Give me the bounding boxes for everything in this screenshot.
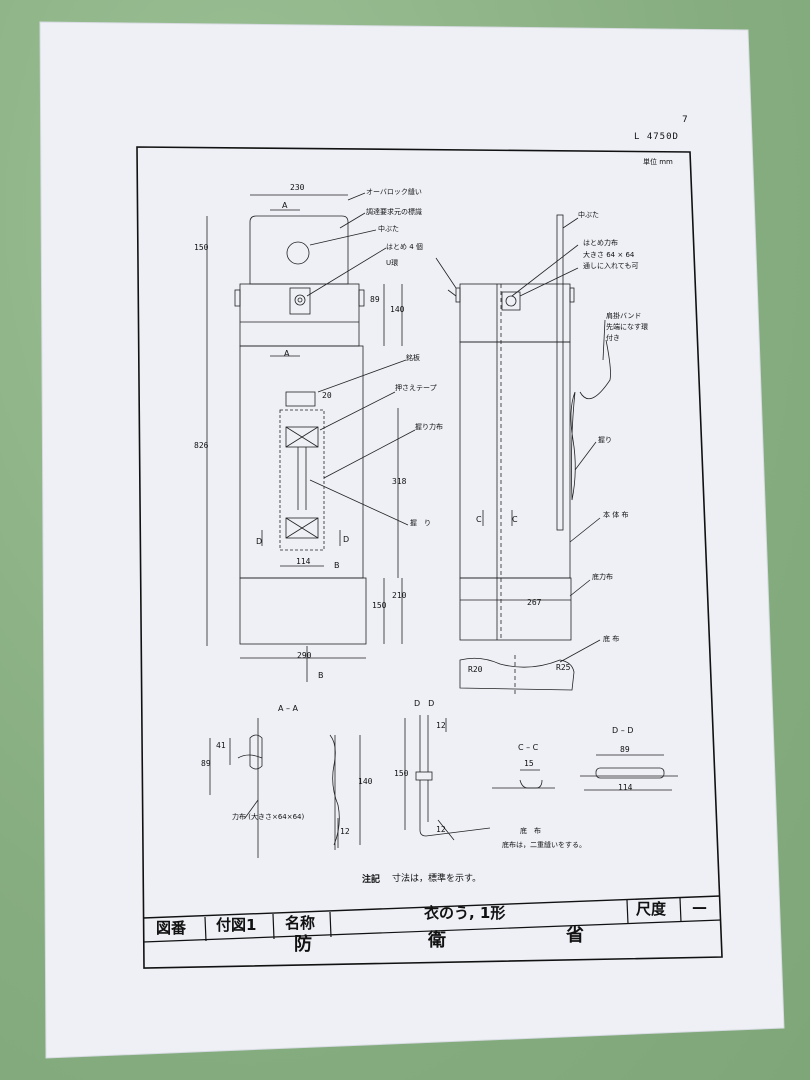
dim-dd-12b: 12 — [436, 825, 446, 834]
paper-sheet — [39, 21, 785, 1059]
label-grip-left: 握 り — [410, 519, 431, 527]
drawing-frame — [136, 146, 723, 969]
dim-dd-89: 89 — [620, 745, 630, 754]
dim-150b: 150 — [372, 601, 387, 610]
dim-318: 318 — [392, 477, 407, 486]
sym-a-bottom: A — [284, 349, 290, 358]
title-block-mid-line — [142, 919, 722, 943]
label-reinf-size: 力布 (大きさ×64×64) — [232, 813, 305, 821]
sym-c-right: C — [512, 515, 518, 524]
dim-826: 826 — [194, 441, 209, 450]
label-grip-reinforcement: 握り力布 — [415, 423, 443, 431]
drawing-no-label: 図番 — [156, 919, 187, 937]
dim-dd-12: 12 — [436, 721, 446, 730]
label-sec-aa: A – A — [278, 704, 299, 713]
side-view — [435, 214, 611, 695]
sym-d-right: D — [343, 535, 350, 544]
label-inner-lid-left: 中ぶた — [378, 225, 399, 233]
ministry-char-2: 衛 — [428, 930, 446, 951]
scale-value: — — [692, 898, 707, 916]
label-nameplate: 銘板 — [406, 354, 420, 362]
sym-a-top: A — [282, 201, 288, 210]
title-block-top-line — [142, 895, 721, 919]
dim-150a: 150 — [194, 243, 209, 252]
scale-label: 尺度 — [636, 900, 667, 918]
name-value: 衣のう, 1形 — [424, 904, 506, 922]
dim-r25: R25 — [556, 663, 571, 672]
label-u-ring: U環 — [386, 259, 399, 267]
label-sec-cc: C – C — [518, 743, 539, 752]
label-eyelet4: はとめ 4 個 — [386, 243, 423, 251]
label-origin-mark: 調達要求元の標識 — [366, 208, 422, 216]
note-text: 寸法は，標準を示す。 — [392, 874, 482, 884]
dim-r20: R20 — [468, 665, 483, 674]
name-label: 名称 — [285, 914, 316, 932]
label-grip-right: 握り — [598, 436, 612, 444]
label-shoulder-band-3: 付き — [606, 334, 620, 342]
dim-267: 267 — [527, 598, 542, 607]
dim-20: 20 — [322, 391, 332, 400]
drawing-no-value: 付図1 — [216, 916, 257, 934]
sym-b-bottom: B — [318, 671, 324, 680]
label-inner-lid-right: 中ぶた — [578, 211, 599, 219]
label-overlock: オーバロック縫い — [366, 188, 422, 196]
sym-d-left: D — [256, 537, 263, 546]
label-shoulder-band-2: 先端になす環 — [606, 323, 648, 331]
label-bottom-cloth: 底 布 — [603, 635, 620, 643]
dim-aa-12: 12 — [340, 827, 350, 836]
dim-89: 89 — [370, 295, 380, 304]
section-views — [209, 715, 678, 858]
sym-c-left: C — [476, 515, 482, 524]
page-number: 7 — [682, 115, 688, 125]
dim-210: 210 — [392, 591, 407, 600]
dim-aa-89: 89 — [201, 759, 211, 768]
label-shoulder-band-1: 肩掛バンド — [606, 312, 642, 320]
dim-140: 140 — [390, 305, 405, 314]
label-eyelet-reinf-1: はとめ力布 — [583, 239, 618, 247]
label-bottom-cloth-2: 底 布 — [520, 827, 541, 835]
label-bottom-reinf: 底力布 — [592, 573, 613, 581]
dim-114: 114 — [296, 557, 311, 566]
label-body-cloth: 本 体 布 — [603, 511, 629, 519]
dim-aa-140: 140 — [358, 777, 373, 786]
label-bottom-sewing: 底布は，二重縫いをする。 — [502, 841, 586, 849]
dim-290: 290 — [297, 651, 312, 660]
sym-b-top: B — [334, 561, 340, 570]
dim-cc-15: 15 — [524, 759, 534, 768]
dim-dd-150: 150 — [394, 769, 409, 778]
front-view — [206, 192, 416, 682]
ministry-char-1: 防 — [294, 934, 312, 955]
unit-label: 単位 mm — [643, 158, 673, 166]
label-eyelet-reinf-2: 大きさ 64 × 64 — [583, 251, 635, 259]
dim-aa-41: 41 — [216, 741, 226, 750]
note-head: 注記 — [362, 875, 381, 885]
label-eyelet-reinf-3: 通しに入れても可 — [583, 262, 639, 270]
dim-dd-114: 114 — [618, 783, 633, 792]
label-sec-dd-top: D D — [414, 699, 435, 708]
ministry-char-3: 省 — [566, 925, 584, 946]
dim-230: 230 — [290, 183, 305, 192]
label-sec-dd: D – D — [612, 726, 634, 735]
standard-code: L 4750D — [634, 132, 679, 142]
label-press-tape: 押さえテープ — [395, 384, 437, 392]
